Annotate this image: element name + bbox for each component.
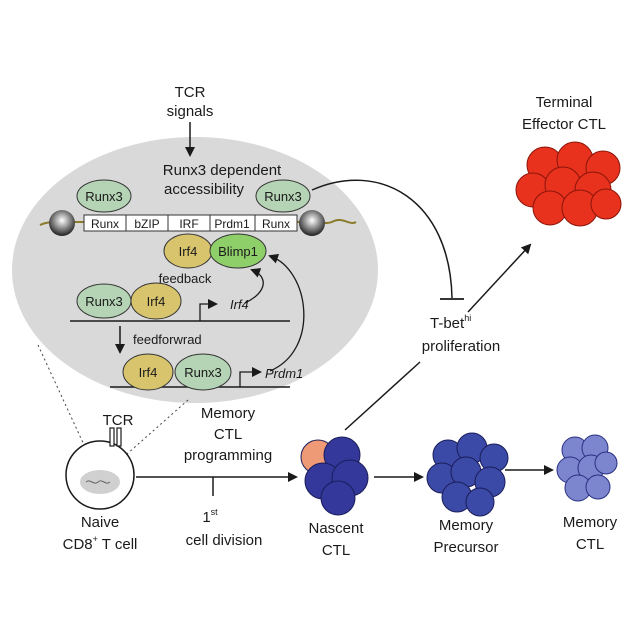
motif-bzip: bZIP [134,217,159,231]
nascent-label-l1: Nascent [308,520,364,537]
nucleosome-left [49,210,75,236]
tcr-receptor [109,427,122,447]
memory-programming-l1: Memory [201,405,256,422]
runx3-protein-right [255,179,311,213]
accessibility-label-l2: accessibility [164,181,245,198]
blimp1-label: Blimp1 [218,244,258,259]
feedback-arrow [244,268,264,304]
precursor-label-l2: Precursor [433,539,498,556]
runx3-label-right: Runx3 [264,189,302,204]
memory-label-l2: CTL [576,536,604,553]
naive-cell [65,440,135,510]
irf4-protein-bottom [122,353,174,391]
tcr-label: TCR [103,412,134,429]
prdm1-gene-label: Prdm1 [265,366,303,381]
memory-programming-l3: programming [184,447,272,464]
naive-label-l2: CD8+ T cell [63,534,138,553]
precursor-label-l1: Memory [439,517,494,534]
tbet-label: T-bethi [430,313,471,332]
runx3-inhibition-curve [311,179,453,299]
zoom-line-left [37,344,91,459]
terminal-effector-cluster [515,141,622,227]
naive-label-l1: Naive [81,514,119,531]
memory-ctl-cluster [556,434,618,502]
irf4-gene-label: Irf4 [230,297,249,312]
motif-row: Runx bZIP IRF Prdm1 Runx [83,214,298,232]
irf4-label-bottom: Irf4 [139,365,158,380]
motif-runx-2: Runx [262,217,290,231]
blimp1-protein [209,233,267,269]
motif-prdm1: Prdm1 [214,217,250,231]
terminal-label-l2: Effector CTL [522,116,606,133]
terminal-label-l1: Terminal [536,94,593,111]
memory-programming-l2: CTL [214,426,242,443]
nascent-to-tbet-line [344,361,421,431]
first-division-label-l1: 1st [202,507,218,526]
nucleosome-right [299,210,325,236]
first-division-label-l2: cell division [186,532,263,549]
irf4-promoter-arrow [199,299,218,321]
motif-runx-1: Runx [91,217,119,231]
feedforward-label: feedforwrad [133,332,202,347]
memory-label-l1: Memory [563,514,618,531]
nascent-label-l2: CTL [322,542,350,559]
runx3-protein-bottom [174,353,232,391]
tcr-signals-label-l1: TCR [175,84,206,101]
runx3-label-bottom: Runx3 [184,365,222,380]
tcr-signals-label-l2: signals [167,103,214,120]
runx3-protein-left [76,179,132,213]
irf4-label-top: Irf4 [179,244,198,259]
tbet-proliferation-label: proliferation [422,338,500,355]
irf4-label-mid: Irf4 [147,294,166,309]
irf4-protein-mid [130,282,182,320]
prdm1-promoter-arrow [239,367,262,387]
zoom-line-right [117,399,189,463]
feedback-label: feedback [159,271,212,286]
accessibility-label-l1: Runx3 dependent [163,162,282,179]
to-terminal-arrow [467,243,532,313]
runx3-label-left: Runx3 [85,189,123,204]
memory-precursor-cluster [426,432,509,517]
motif-irf: IRF [179,217,198,231]
prdm1-to-blimp1-arrow [268,253,305,372]
runx3-label-mid: Runx3 [85,294,123,309]
nascent-ctl-cluster [300,436,369,516]
